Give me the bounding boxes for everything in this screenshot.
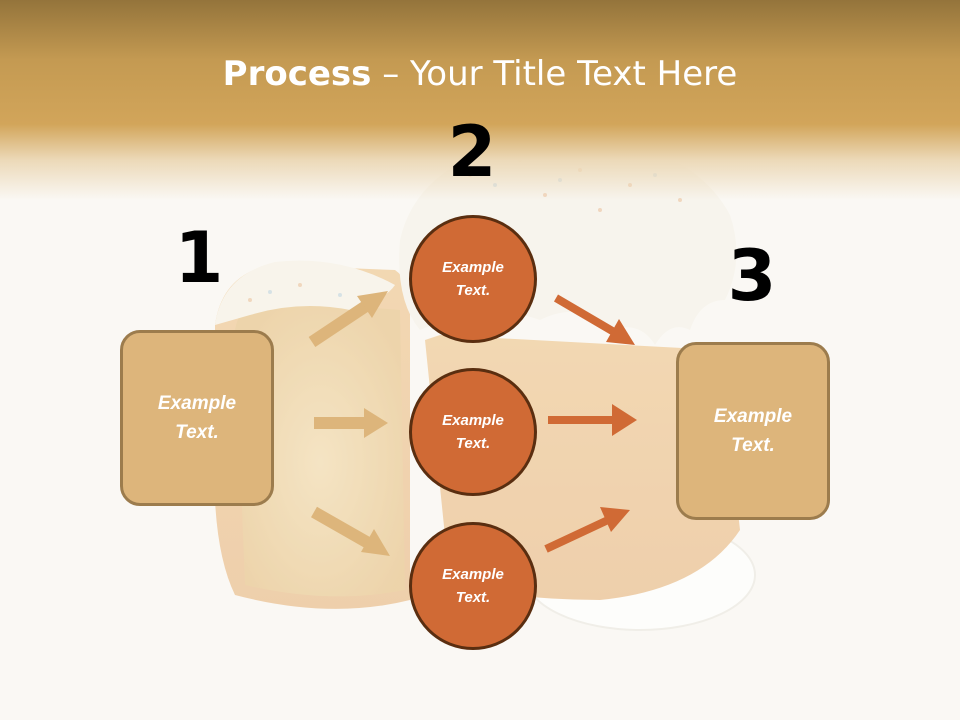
step-number-2: 2 bbox=[447, 111, 497, 193]
circle-middle-line1: Example bbox=[442, 412, 504, 429]
circle-bottom-line2: Text. bbox=[455, 589, 491, 606]
arrow-left-to-middle bbox=[314, 408, 388, 438]
circle-middle-line2: Text. bbox=[455, 435, 491, 452]
step-2-circle-top: Example Text. bbox=[409, 215, 537, 343]
step-3-box-line2: Text. bbox=[731, 435, 775, 456]
step-3-box-line1: Example bbox=[713, 406, 793, 427]
slide-title: Process – Your Title Text Here bbox=[0, 52, 960, 96]
arrow-bottom-to-right bbox=[544, 507, 630, 553]
circle-top-line2: Text. bbox=[455, 282, 491, 299]
step-1-box-line2: Text. bbox=[175, 422, 219, 443]
circle-bottom-line1: Example bbox=[442, 566, 504, 583]
step-2-circle-bottom: Example Text. bbox=[409, 522, 537, 650]
step-1-box-line1: Example bbox=[157, 393, 237, 414]
arrow-left-to-bottom bbox=[311, 506, 390, 556]
step-3-box: Example Text. bbox=[676, 342, 830, 520]
step-number-3: 3 bbox=[727, 235, 777, 317]
step-2-circle-middle: Example Text. bbox=[409, 368, 537, 496]
arrow-left-to-top bbox=[308, 291, 388, 347]
title-separator: – bbox=[371, 54, 411, 94]
step-number-1: 1 bbox=[174, 217, 224, 299]
arrow-middle-to-right bbox=[548, 404, 637, 436]
arrow-top-to-right bbox=[553, 294, 635, 345]
title-bold: Process bbox=[222, 54, 372, 94]
title-rest: Your Title Text Here bbox=[410, 54, 738, 94]
header-band bbox=[0, 0, 960, 200]
circle-top-line1: Example bbox=[442, 259, 504, 276]
step-1-box: Example Text. bbox=[120, 330, 274, 506]
